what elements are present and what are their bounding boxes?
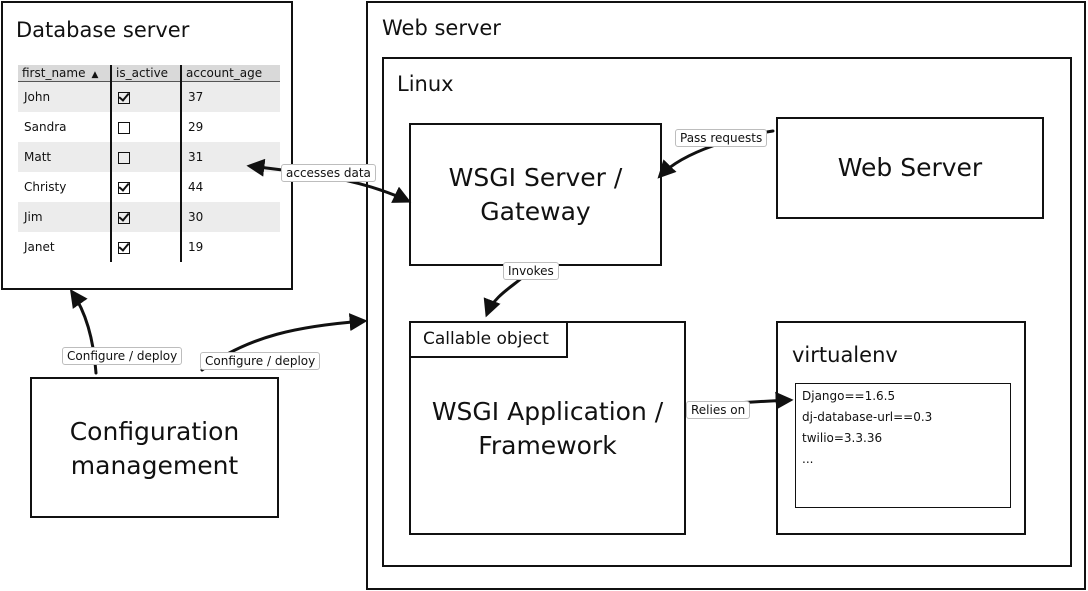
configure-deploy-web-label: Configure / deploy <box>200 352 321 370</box>
column-header-account-age[interactable]: account_age <box>181 65 280 82</box>
cell-is-active <box>111 172 182 202</box>
table-row[interactable]: Sandra 29 <box>18 112 280 142</box>
virtualenv-title: virtualenv <box>792 343 898 367</box>
package-item: ... <box>802 452 814 466</box>
cell-first-name: Sandra <box>18 112 112 142</box>
cell-first-name: Christy <box>18 172 112 202</box>
wsgi-app-label: WSGI Application / Framework <box>431 397 664 460</box>
cell-account-age: 19 <box>188 240 204 254</box>
callable-object-tab: Callable object <box>409 321 568 358</box>
web-server-outer-title: Web server <box>382 16 501 40</box>
virtualenv-box: virtualenv Django==1.6.5 dj-database-url… <box>776 321 1026 535</box>
web-server-inner-label: Web Server <box>837 153 983 182</box>
column-header-first-name[interactable]: first_name▲ <box>18 65 112 82</box>
package-item: Django==1.6.5 <box>802 389 896 403</box>
wsgi-server-label: WSGI Server / Gateway <box>448 163 623 226</box>
relies-on-label: Relies on <box>686 401 751 419</box>
cell-first-name: John <box>18 81 112 112</box>
table-row[interactable]: Jim 30 <box>18 202 280 232</box>
invokes-label: Invokes <box>503 262 559 280</box>
column-header-is-active[interactable]: is_active <box>111 65 182 82</box>
checked-checkbox-icon[interactable] <box>118 181 130 194</box>
cell-first-name: Jim <box>18 202 112 232</box>
cell-first-name: Janet <box>18 232 112 262</box>
cell-is-active <box>111 112 182 142</box>
cell-first-name: Matt <box>18 142 112 172</box>
checked-checkbox-icon[interactable] <box>118 211 130 224</box>
configure-deploy-db-label: Configure / deploy <box>62 347 183 365</box>
database-server-title: Database server <box>16 18 190 42</box>
table-header: first_name▲ is_active account_age <box>18 65 280 82</box>
cell-is-active <box>111 142 182 172</box>
cell-is-active <box>111 81 182 112</box>
cell-account-age: 37 <box>181 81 280 112</box>
cell-account-age: 29 <box>188 120 204 134</box>
cell-is-active <box>111 202 182 232</box>
web-server-inner-box: Web Server <box>776 117 1044 219</box>
accesses-data-label: accesses data <box>281 164 376 182</box>
table-row[interactable]: John 37 <box>18 81 280 112</box>
table-row[interactable]: Janet 19 <box>18 232 280 262</box>
package-item: twilio=3.3.36 <box>802 431 883 445</box>
linux-title: Linux <box>397 72 454 96</box>
sort-ascending-icon[interactable]: ▲ <box>91 70 99 80</box>
callable-object-label: Callable object <box>423 329 549 349</box>
unchecked-checkbox-icon[interactable] <box>118 151 130 164</box>
checked-checkbox-icon[interactable] <box>118 241 130 254</box>
checked-checkbox-icon[interactable] <box>118 91 130 104</box>
cell-account-age: 30 <box>181 202 280 232</box>
pass-requests-label: Pass requests <box>675 129 768 147</box>
table-row[interactable]: Christy 44 <box>18 172 280 202</box>
config-management-box: Configuration management <box>30 377 279 518</box>
package-item: dj-database-url==0.3 <box>802 410 933 424</box>
config-management-label: Configuration management <box>69 417 240 480</box>
unchecked-checkbox-icon[interactable] <box>118 121 130 134</box>
cell-is-active <box>111 232 182 262</box>
requirements-list: Django==1.6.5 dj-database-url==0.3 twili… <box>795 383 1011 508</box>
cell-account-age: 44 <box>188 180 204 194</box>
